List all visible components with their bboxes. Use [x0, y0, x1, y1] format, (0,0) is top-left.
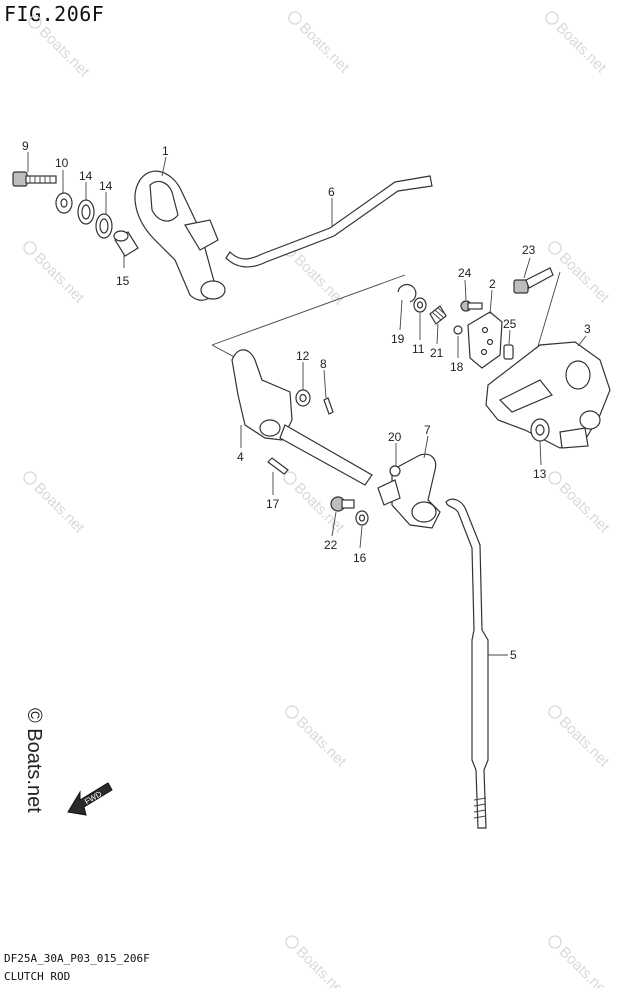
part-23-bolt [513, 267, 554, 294]
part-4-bracket [231, 349, 373, 486]
callout-10: 10 [55, 156, 69, 170]
part-22-bolt [330, 496, 355, 512]
callout-21: 21 [430, 346, 444, 360]
callout-16: 16 [353, 551, 367, 565]
watermark-text: Boats.net [556, 479, 613, 536]
part-18-ball [453, 325, 463, 335]
part-14-seal [95, 213, 113, 239]
copyright-mark: © Boats.net [23, 708, 45, 813]
part-7-clutch-arm [377, 453, 441, 529]
part-15-bushing [113, 230, 139, 257]
part-21-spring [429, 305, 447, 325]
part-10-washer [55, 192, 73, 214]
callout-20: 20 [388, 430, 402, 444]
part-2-plate [467, 311, 503, 369]
callout-24: 24 [458, 266, 472, 280]
watermark: Boats.net [548, 471, 613, 537]
part-3-housing [485, 341, 611, 449]
callout-23: 23 [522, 243, 536, 257]
watermark-text: Boats.net [556, 249, 613, 306]
watermark-text: Boats.net [553, 19, 610, 76]
leader-lines [27, 152, 587, 656]
part-20-snap-ring [389, 465, 401, 477]
callout-19: 19 [391, 332, 405, 346]
callout-7: 7 [424, 423, 431, 437]
callout-25: 25 [503, 317, 517, 331]
callout-8: 8 [320, 357, 327, 371]
callout-5: 5 [510, 648, 517, 662]
fwd-arrow-icon: FWD [67, 782, 113, 816]
diagram-name: CLUTCH ROD [4, 970, 71, 983]
watermark: Boats.net [285, 935, 350, 988]
watermark-text: Boats.net [31, 479, 88, 536]
callout-9: 9 [22, 139, 29, 153]
watermark-text: Boats.net [36, 23, 93, 80]
callout-18: 18 [450, 360, 464, 374]
watermark: Boats.net [288, 11, 353, 77]
callout-22: 22 [324, 538, 338, 552]
watermark-text: Boats.net [31, 249, 88, 306]
figure-title: FIG.206F [4, 2, 105, 26]
part-1-clutch-lever [134, 170, 226, 301]
watermark: Boats.net [548, 935, 613, 988]
part-9-bolt [12, 171, 57, 187]
part-13-washer [530, 418, 550, 442]
copyright-text: © Boats.net [23, 708, 45, 813]
watermark-text: Boats.net [293, 943, 350, 988]
part-19-snap-ring [397, 284, 417, 303]
watermark: Boats.net [23, 471, 88, 537]
watermark-text: Boats.net [291, 251, 348, 308]
watermark-text: Boats.net [296, 19, 353, 76]
watermarks: Boats.net Boats.net Boats.net Boats.net … [23, 11, 613, 988]
callout-labels: 9 10 14 14 15 1 6 12 8 4 17 20 7 22 16 5… [22, 139, 591, 662]
callout-13: 13 [533, 467, 547, 481]
part-14-seal [77, 199, 95, 225]
watermark: Boats.net [28, 15, 93, 81]
callout-14: 14 [99, 179, 113, 193]
watermark: Boats.net [285, 705, 350, 771]
callout-17: 17 [266, 497, 280, 511]
callout-3: 3 [584, 322, 591, 336]
part-5-clutch-rod [445, 498, 489, 829]
watermark-text: Boats.net [556, 713, 613, 770]
part-8-cotter-pin [323, 397, 334, 415]
part-24-screw [460, 300, 483, 312]
diagram-code: DF25A_30A_P03_015_206F [4, 952, 150, 965]
part-17-pin [267, 457, 289, 475]
callout-1: 1 [162, 144, 169, 158]
watermark: Boats.net [548, 705, 613, 771]
part-12-washer [295, 389, 311, 407]
callout-6: 6 [328, 185, 335, 199]
callout-11: 11 [412, 342, 425, 356]
watermark-text: Boats.net [556, 943, 613, 988]
callout-15: 15 [116, 274, 130, 288]
watermark: Boats.net [23, 241, 88, 307]
watermark-text: Boats.net [293, 713, 350, 770]
callout-4: 4 [237, 450, 244, 464]
part-25-dowel [503, 344, 514, 360]
part-6-rod [225, 175, 433, 268]
watermark: Boats.net [545, 11, 610, 77]
watermark: Boats.net [548, 241, 613, 307]
part-16-washer [355, 510, 369, 526]
callout-12: 12 [296, 349, 310, 363]
callout-14: 14 [79, 169, 93, 183]
callout-2: 2 [489, 277, 496, 291]
assembly-reference-line [211, 274, 406, 346]
part-11-washer [413, 297, 427, 313]
